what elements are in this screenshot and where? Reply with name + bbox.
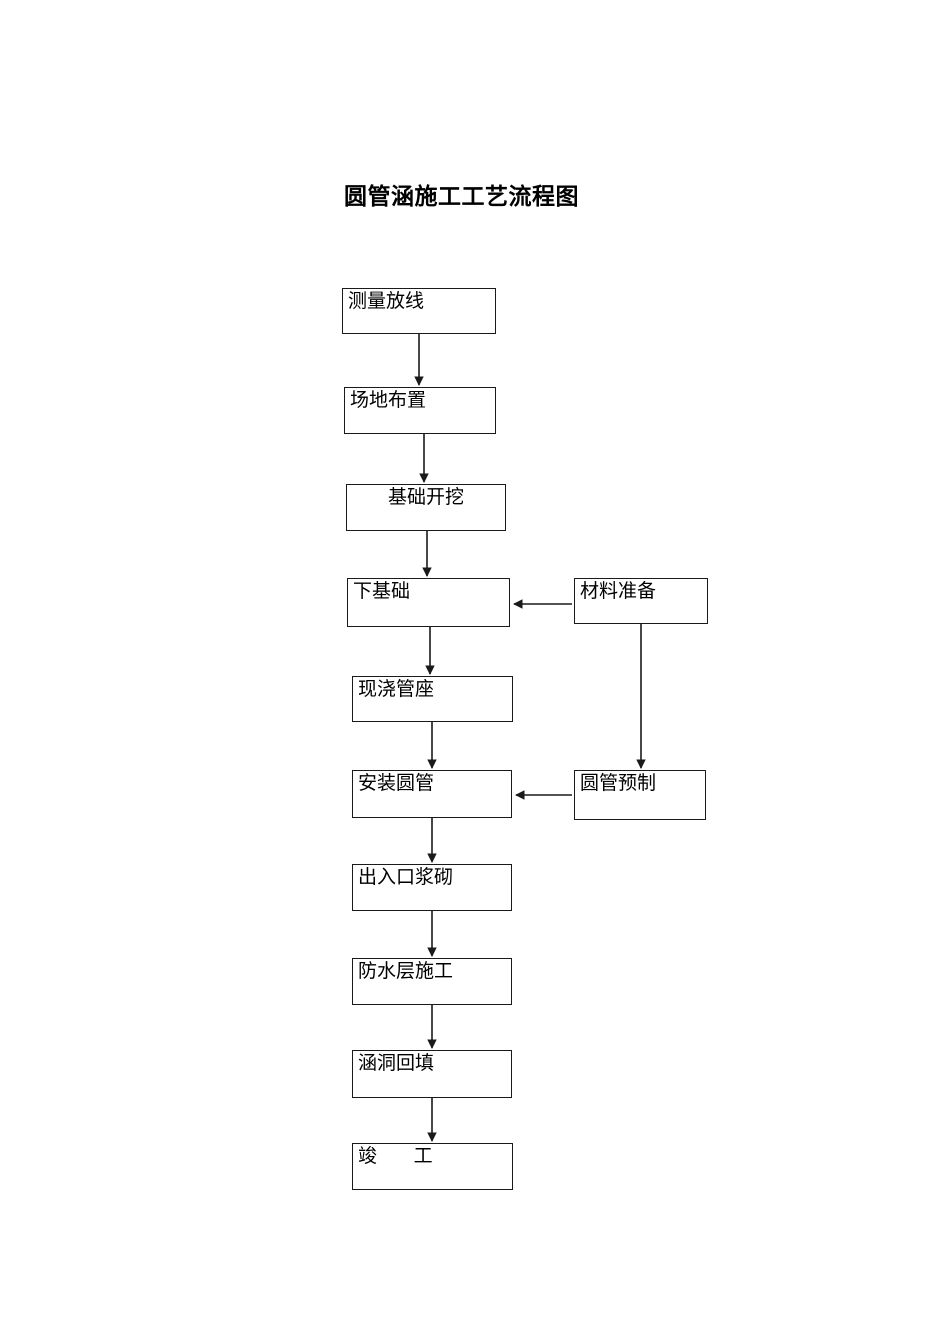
node-label: 安装圆管 (358, 772, 435, 794)
node-material-preparation[interactable]: 材料准备 (574, 578, 708, 624)
node-install-round-pipe[interactable]: 安装圆管 (352, 770, 512, 818)
node-label: 场地布置 (350, 389, 427, 411)
node-culvert-backfill[interactable]: 涵洞回填 (352, 1050, 512, 1098)
page-title: 圆管涵施工工艺流程图 (344, 184, 579, 210)
node-completion[interactable]: 竣 工 (352, 1143, 513, 1190)
node-inlet-outlet-masonry[interactable]: 出入口浆砌 (352, 864, 512, 911)
node-cast-in-place-pipe-base[interactable]: 现浇管座 (352, 676, 513, 722)
node-label: 下基础 (353, 580, 411, 602)
node-label: 圆管预制 (580, 772, 657, 794)
node-label: 材料准备 (580, 580, 657, 602)
node-round-pipe-prefabrication[interactable]: 圆管预制 (574, 770, 706, 820)
node-label: 涵洞回填 (358, 1052, 435, 1074)
node-foundation-excavation[interactable]: 基础开挖 (346, 484, 506, 531)
node-site-layout[interactable]: 场地布置 (344, 387, 496, 434)
node-label: 测量放线 (348, 290, 425, 312)
node-label: 出入口浆砌 (358, 866, 454, 888)
node-label: 防水层施工 (358, 960, 454, 982)
node-label: 现浇管座 (358, 678, 435, 700)
node-label: 基础开挖 (387, 486, 464, 508)
node-measurement-layout[interactable]: 测量放线 (342, 288, 496, 334)
node-label: 竣 工 (358, 1145, 436, 1167)
node-waterproof-layer-construction[interactable]: 防水层施工 (352, 958, 512, 1005)
node-lay-foundation[interactable]: 下基础 (347, 578, 510, 627)
